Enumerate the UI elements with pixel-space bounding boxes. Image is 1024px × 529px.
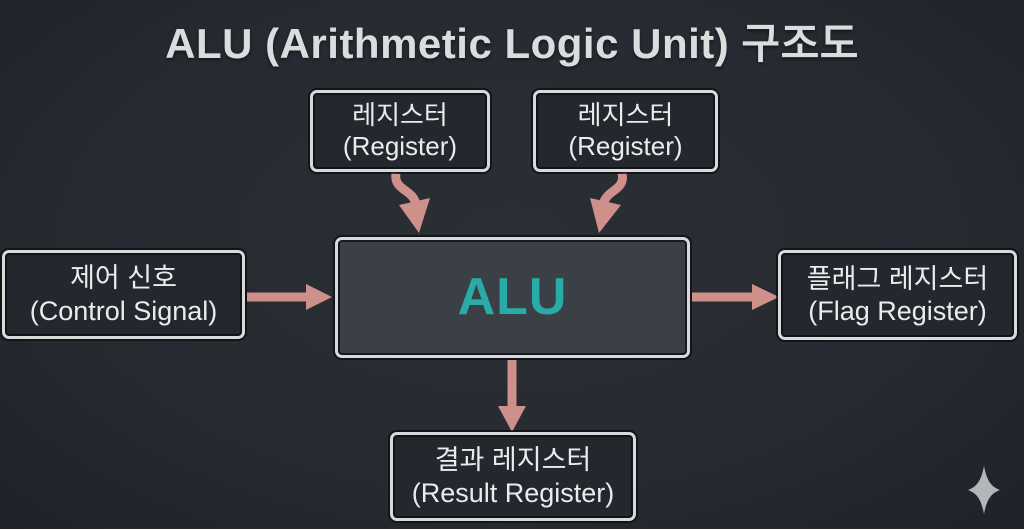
node-alu: ALU: [335, 237, 690, 358]
alu-label: ALU: [457, 268, 568, 327]
arrow-alu-to-flag: [692, 284, 779, 310]
register-1-label-en: (Register): [342, 131, 458, 161]
page-title: ALU (Arithmetic Logic Unit) 구조도: [165, 20, 859, 67]
node-register-1: 레지스터 (Register): [310, 90, 490, 172]
arrow-control-to-alu: [247, 284, 332, 310]
result-register-label-en: (Result Register): [411, 477, 615, 508]
result-register-label-ko: 결과 레지스터: [434, 445, 592, 476]
control-signal-label-ko: 제어 신호: [70, 263, 177, 294]
node-result-register: 결과 레지스터 (Result Register): [390, 432, 636, 521]
node-register-2: 레지스터 (Register): [533, 90, 718, 172]
node-control-signal: 제어 신호 (Control Signal): [2, 250, 245, 339]
register-2-label-en: (Register): [568, 131, 683, 161]
control-signal-label-en: (Control Signal): [29, 295, 218, 326]
sparkle-icon: [968, 466, 1000, 514]
arrow-register2-to-alu: [590, 172, 627, 233]
arrow-register1-to-alu: [391, 172, 430, 233]
node-flag-register: 플래그 레지스터 (Flag Register): [778, 250, 1017, 340]
flag-register-label-ko: 플래그 레지스터: [806, 263, 989, 294]
flag-register-label-en: (Flag Register): [808, 296, 987, 326]
arrow-alu-to-result: [498, 360, 526, 432]
register-2-label-ko: 레지스터: [577, 99, 674, 130]
register-1-label-ko: 레지스터: [352, 99, 448, 130]
